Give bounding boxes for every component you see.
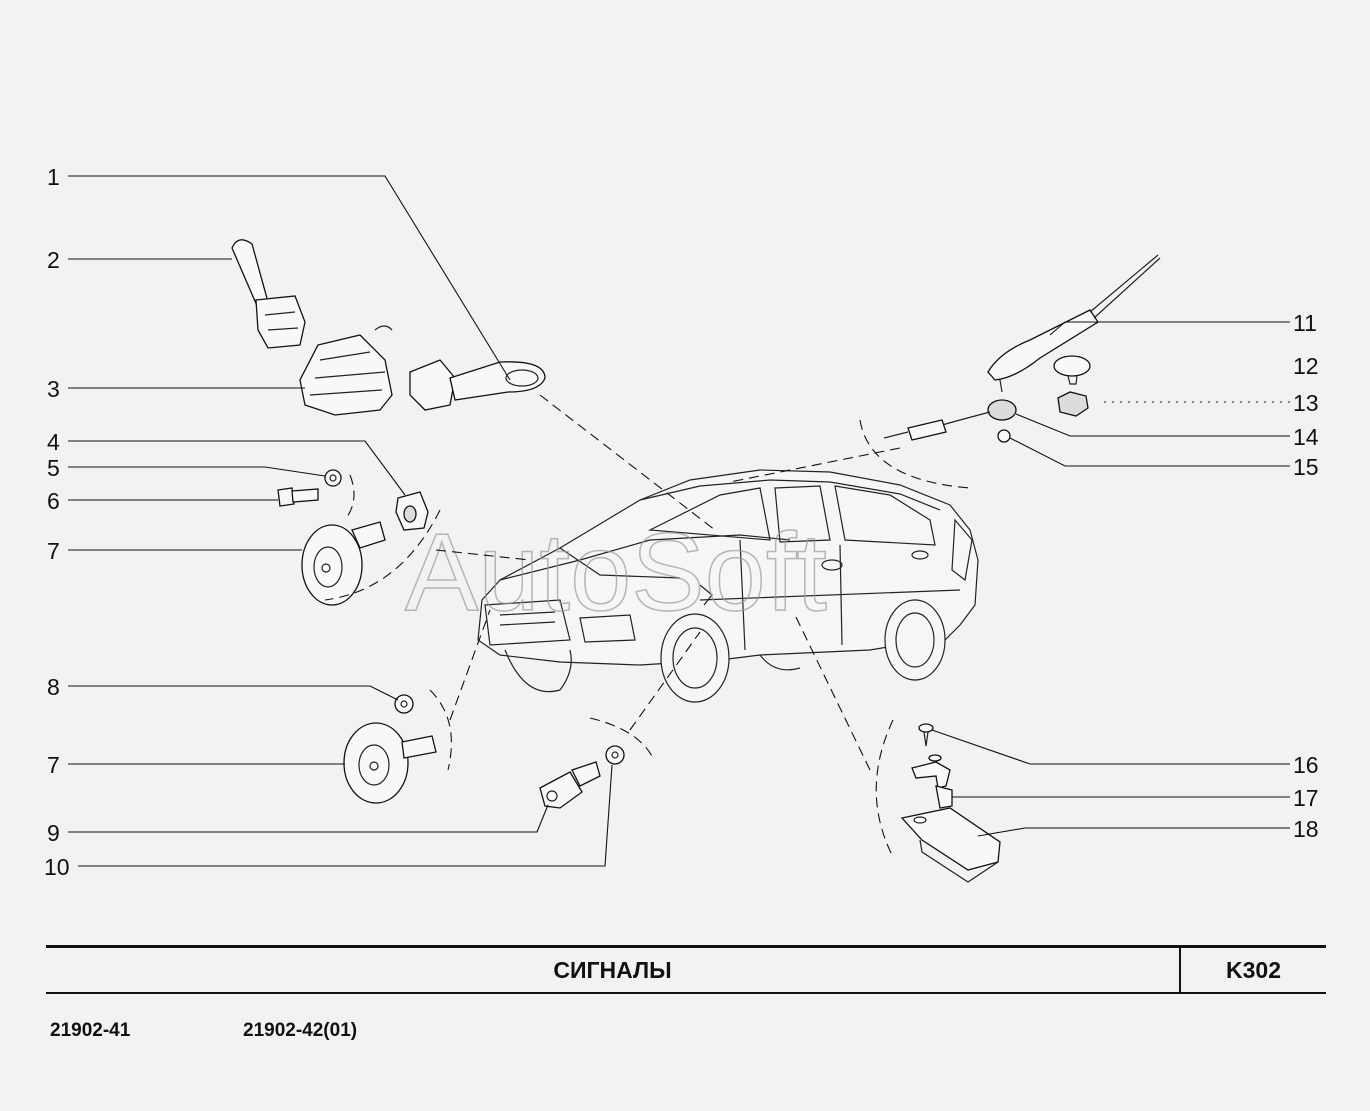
- callout-16: 16: [1293, 752, 1319, 778]
- callout-8: 8: [47, 674, 60, 700]
- callout-labels: 1 2 3 4 5 6 7 8 7 9 10 11 12 13 14 15 16…: [44, 164, 1319, 880]
- callout-5: 5: [47, 455, 60, 481]
- callout-4: 4: [47, 429, 60, 455]
- model-code-left: 21902-41: [50, 1020, 131, 1041]
- callout-14: 14: [1293, 424, 1319, 450]
- part-10-nut: [605, 745, 625, 765]
- part-2-left-stalk-switch: [231, 239, 306, 349]
- part-11-antenna: [987, 254, 1161, 393]
- parts-diagram: AutoSoft: [44, 164, 1319, 883]
- callout-9: 9: [47, 820, 60, 846]
- part-9-switch: [539, 761, 601, 809]
- callout-17: 17: [1293, 785, 1319, 811]
- part-18-mounting-plate: [900, 807, 1001, 883]
- part-4-bushing: [395, 491, 429, 531]
- page-title: СИГНАЛЫ: [553, 956, 672, 983]
- callout-13: 13: [1293, 390, 1319, 416]
- assembly-arrows: [324, 394, 971, 856]
- part-3-switch-housing: [299, 325, 393, 416]
- part-5-nut: [324, 469, 342, 487]
- callout-7-lower: 7: [47, 752, 60, 778]
- callout-11: 11: [1293, 310, 1317, 336]
- callout-15: 15: [1293, 454, 1319, 480]
- callout-3: 3: [47, 376, 60, 402]
- part-1-right-stalk-switch: [409, 359, 546, 411]
- callout-10: 10: [44, 854, 70, 880]
- part-13-nut: [1057, 391, 1089, 417]
- callout-12: 12: [1293, 353, 1319, 379]
- part-7-horn-lower: [343, 722, 437, 804]
- callout-18: 18: [1293, 816, 1319, 842]
- title-block: СИГНАЛЫ K302: [46, 945, 1326, 994]
- car-illustration: [477, 469, 979, 703]
- callout-6: 6: [47, 488, 60, 514]
- part-14-antenna-base: [883, 399, 1017, 441]
- model-code-right: 21902-42(01): [243, 1020, 358, 1041]
- part-8-nut: [394, 694, 414, 714]
- part-7-horn-upper: [301, 521, 386, 606]
- section-code: K302: [1179, 948, 1326, 992]
- watermark: AutoSoft: [405, 511, 827, 634]
- callout-7-upper: 7: [47, 538, 60, 564]
- part-16-screw: [918, 723, 934, 747]
- part-6-bolt: [277, 487, 319, 507]
- callout-2: 2: [47, 247, 60, 273]
- callout-1: 1: [47, 164, 60, 190]
- part-15-nut: [997, 429, 1011, 443]
- leader-lines: [68, 175, 1290, 867]
- part-12-cap: [1053, 355, 1091, 385]
- part-17-bracket: [911, 754, 953, 809]
